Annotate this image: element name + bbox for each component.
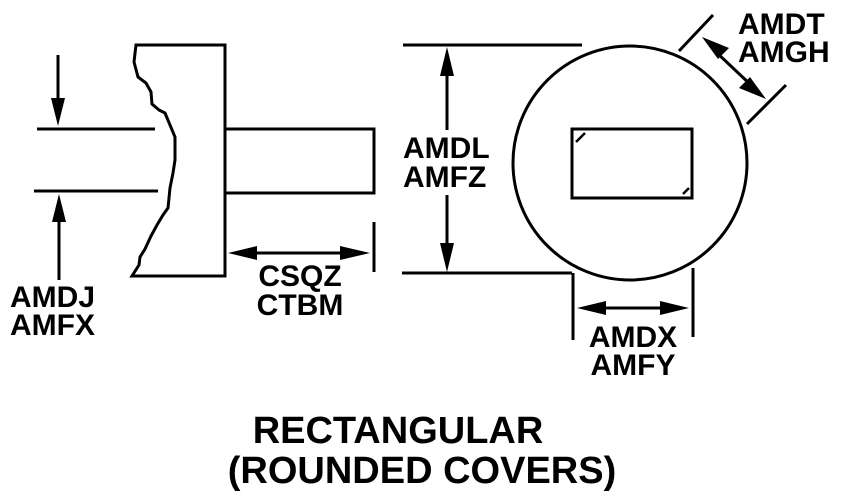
offset-extension-lower bbox=[745, 83, 788, 126]
label-cover-offset-2: AMGH bbox=[738, 36, 830, 69]
label-shaft-length-2: CTBM bbox=[257, 289, 344, 322]
arrowhead-diagonal-down-icon bbox=[739, 77, 766, 99]
label-cover-diameter-2: AMFZ bbox=[403, 161, 486, 194]
label-shaft-height-2: AMFX bbox=[10, 309, 95, 342]
rectangular-window bbox=[570, 127, 694, 200]
offset-extension-upper bbox=[677, 13, 715, 53]
flange-block bbox=[129, 43, 227, 278]
window-corner-mark-top-left bbox=[575, 132, 586, 143]
label-window-width-1: AMDX bbox=[589, 321, 677, 354]
arrowhead-up-icon bbox=[52, 194, 66, 222]
label-cover-offset-1: AMDT bbox=[738, 8, 825, 41]
arrowhead-up-icon bbox=[440, 47, 454, 76]
arrowhead-left-icon bbox=[577, 301, 606, 315]
round-cover bbox=[511, 44, 749, 282]
diagram-title-line1: RECTANGULAR bbox=[253, 410, 544, 452]
label-cover-diameter-1: AMDL bbox=[403, 132, 490, 165]
window-corner-mark-bottom-right bbox=[682, 187, 690, 195]
arrowhead-down-icon bbox=[51, 98, 65, 126]
arrowhead-left-icon bbox=[228, 246, 257, 260]
diagram-title-line2: (ROUNDED COVERS) bbox=[228, 450, 616, 492]
label-shaft-height-1: AMDJ bbox=[10, 281, 95, 314]
label-shaft-length-1: CSQZ bbox=[258, 260, 341, 293]
shaft bbox=[223, 127, 376, 195]
offset-dimension-line bbox=[714, 50, 754, 88]
label-window-width-2: AMFY bbox=[591, 349, 676, 382]
arrowhead-diagonal-up-icon bbox=[702, 37, 729, 59]
arrowhead-down-icon bbox=[440, 243, 454, 272]
arrowhead-right-icon bbox=[660, 301, 689, 315]
arrowhead-right-icon bbox=[340, 246, 370, 260]
